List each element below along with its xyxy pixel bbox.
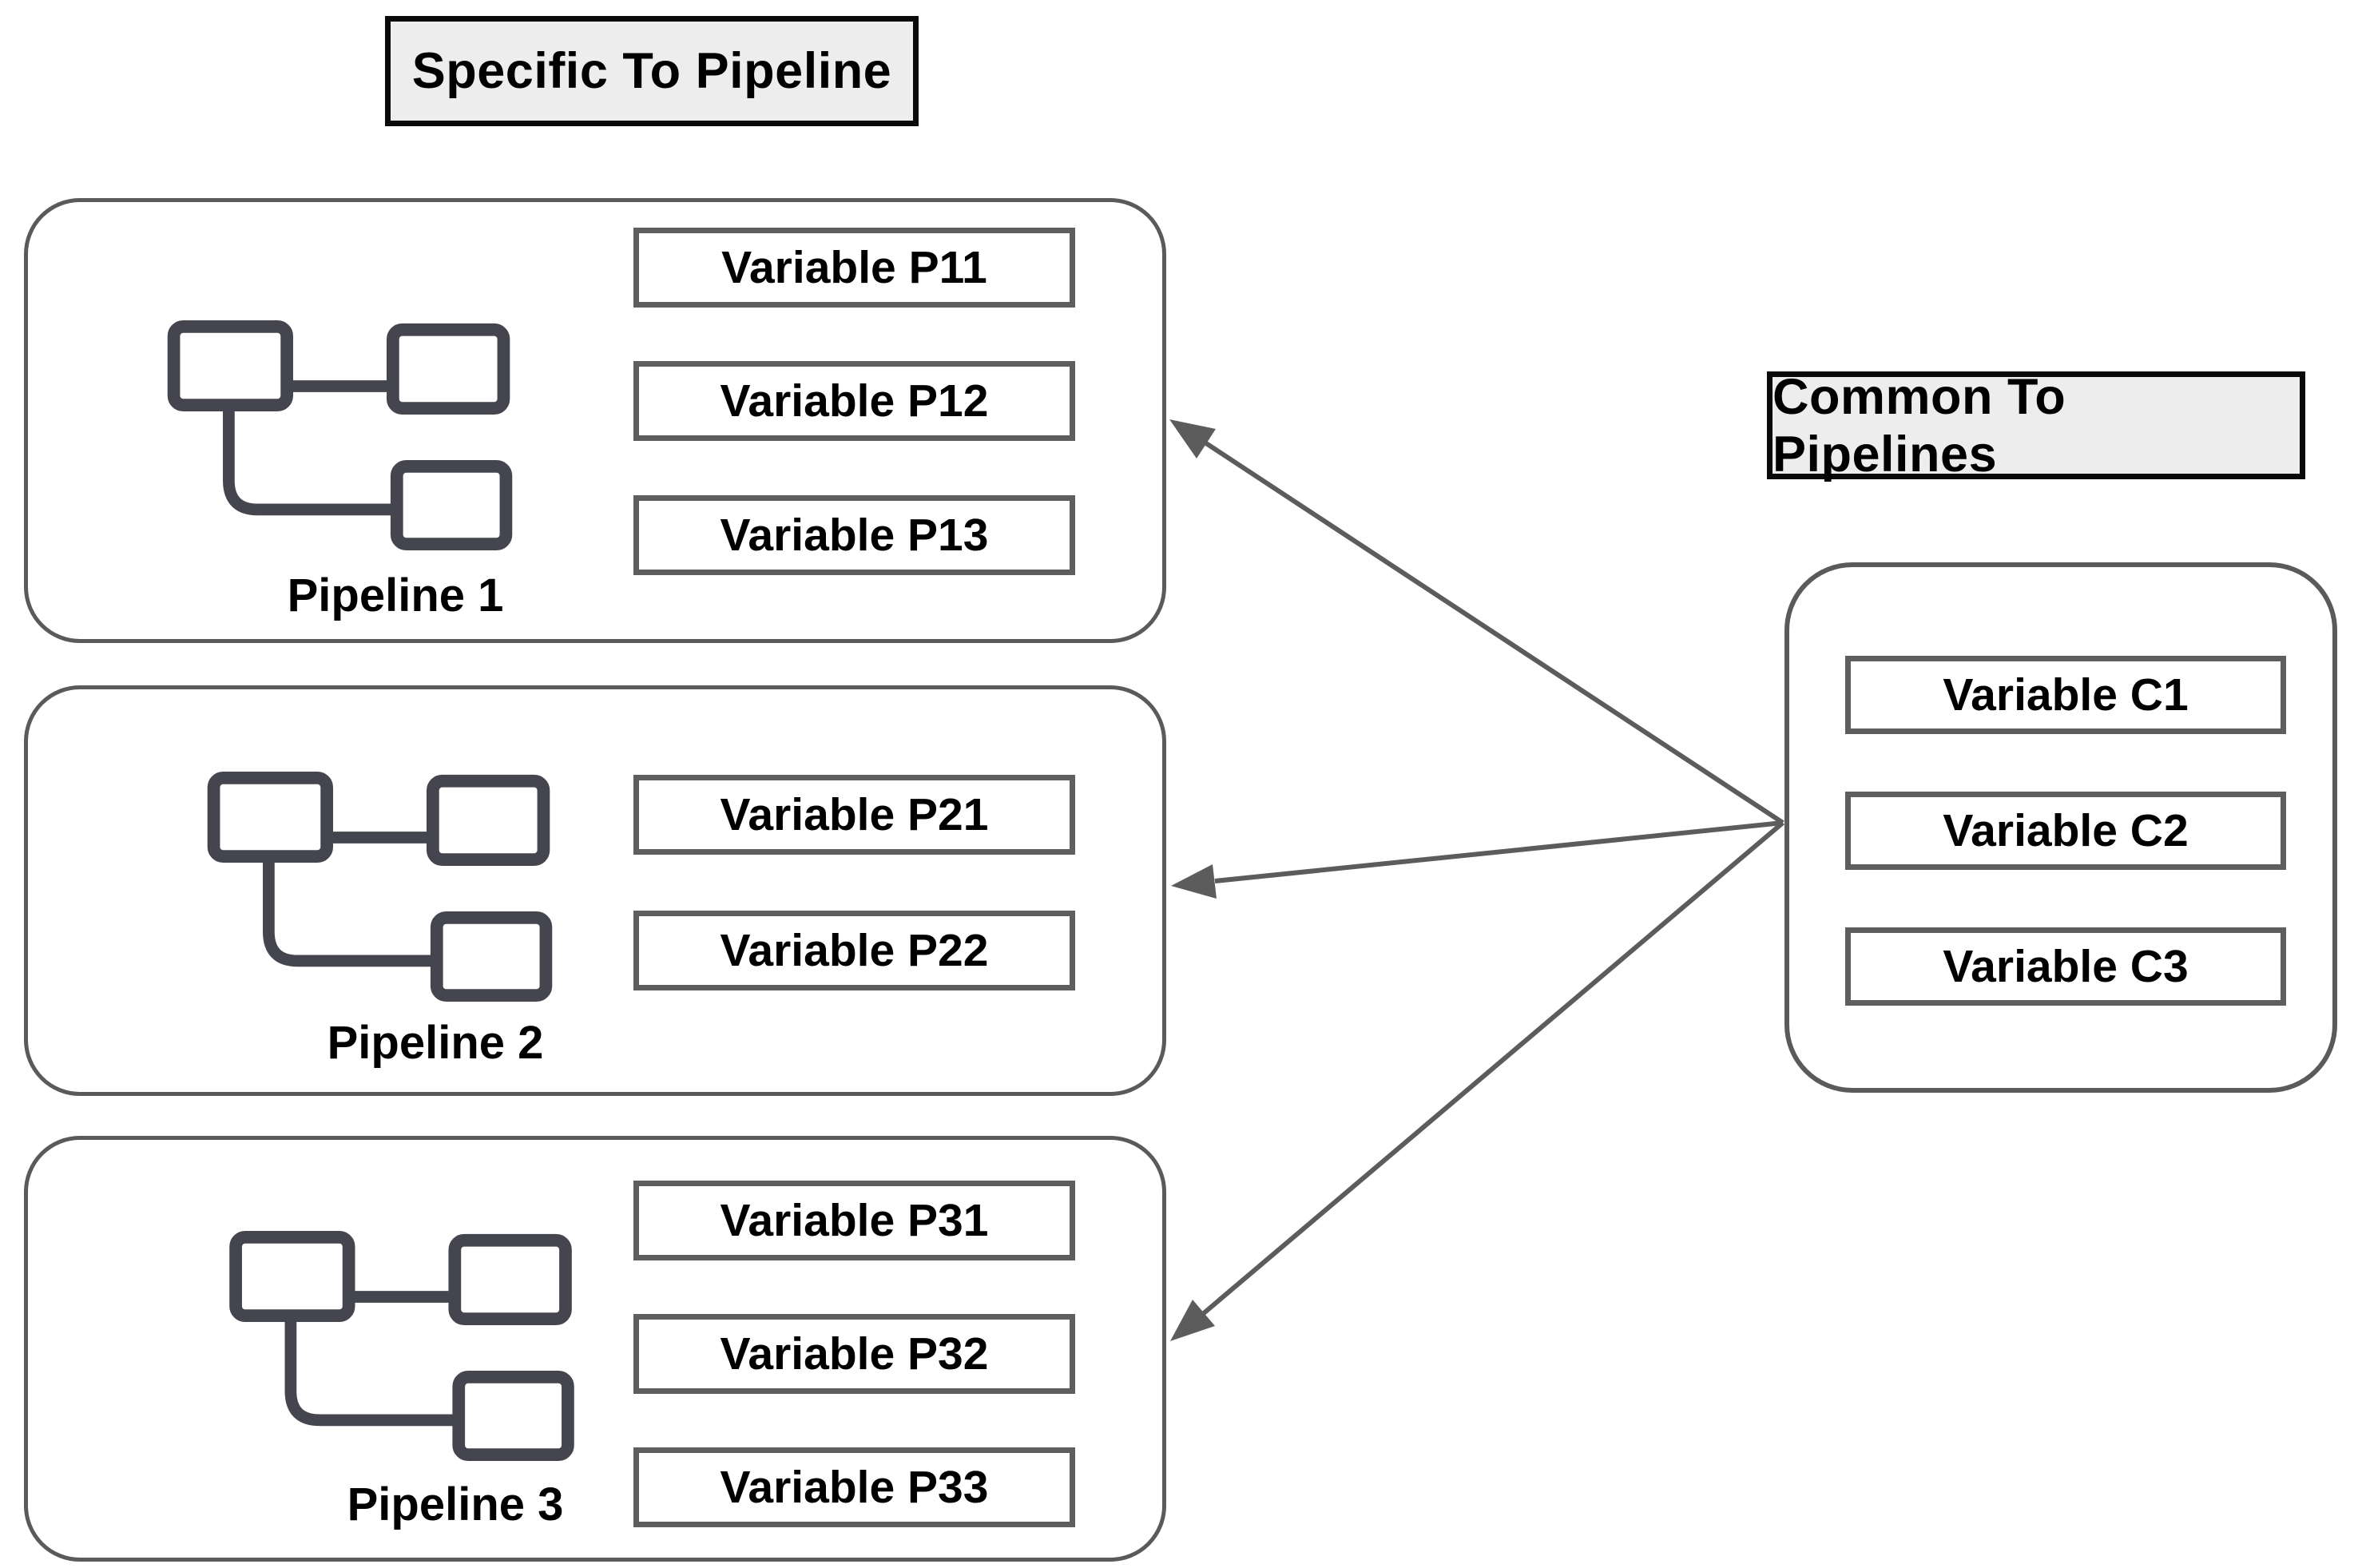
pipeline-1-flowchart-icon — [164, 320, 515, 551]
pipeline-2-flowchart-icon — [204, 771, 555, 1002]
arrow-common-to-pipeline-2 — [1171, 820, 1784, 899]
variable-p32-box: Variable P32 — [633, 1314, 1075, 1394]
variable-p11-box: Variable P11 — [633, 228, 1075, 308]
pipeline-3-flowchart-icon — [228, 1230, 575, 1462]
variable-c3-box: Variable C3 — [1845, 927, 2286, 1006]
specific-to-pipeline-title: Specific To Pipeline — [385, 16, 919, 126]
variable-c2-box: Variable C2 — [1845, 792, 2286, 870]
pipeline-1-label: Pipeline 1 — [287, 570, 504, 621]
variable-p13-box: Variable P13 — [633, 495, 1075, 575]
arrow-common-to-pipeline-1 — [1169, 419, 1784, 825]
variable-p22-box: Variable P22 — [633, 911, 1075, 990]
variable-p31-box: Variable P31 — [633, 1181, 1075, 1260]
variable-c1-box: Variable C1 — [1845, 656, 2286, 734]
arrow-common-to-pipeline-3 — [1170, 820, 1784, 1341]
variable-p12-box: Variable P12 — [633, 361, 1075, 441]
pipeline-3-label: Pipeline 3 — [347, 1479, 564, 1530]
pipeline-2-container — [24, 685, 1166, 1096]
variable-p33-box: Variable P33 — [633, 1447, 1075, 1527]
common-to-pipelines-title: Common To Pipelines — [1767, 369, 2305, 482]
pipeline-2-label: Pipeline 2 — [327, 1017, 544, 1069]
variable-p21-box: Variable P21 — [633, 775, 1075, 855]
